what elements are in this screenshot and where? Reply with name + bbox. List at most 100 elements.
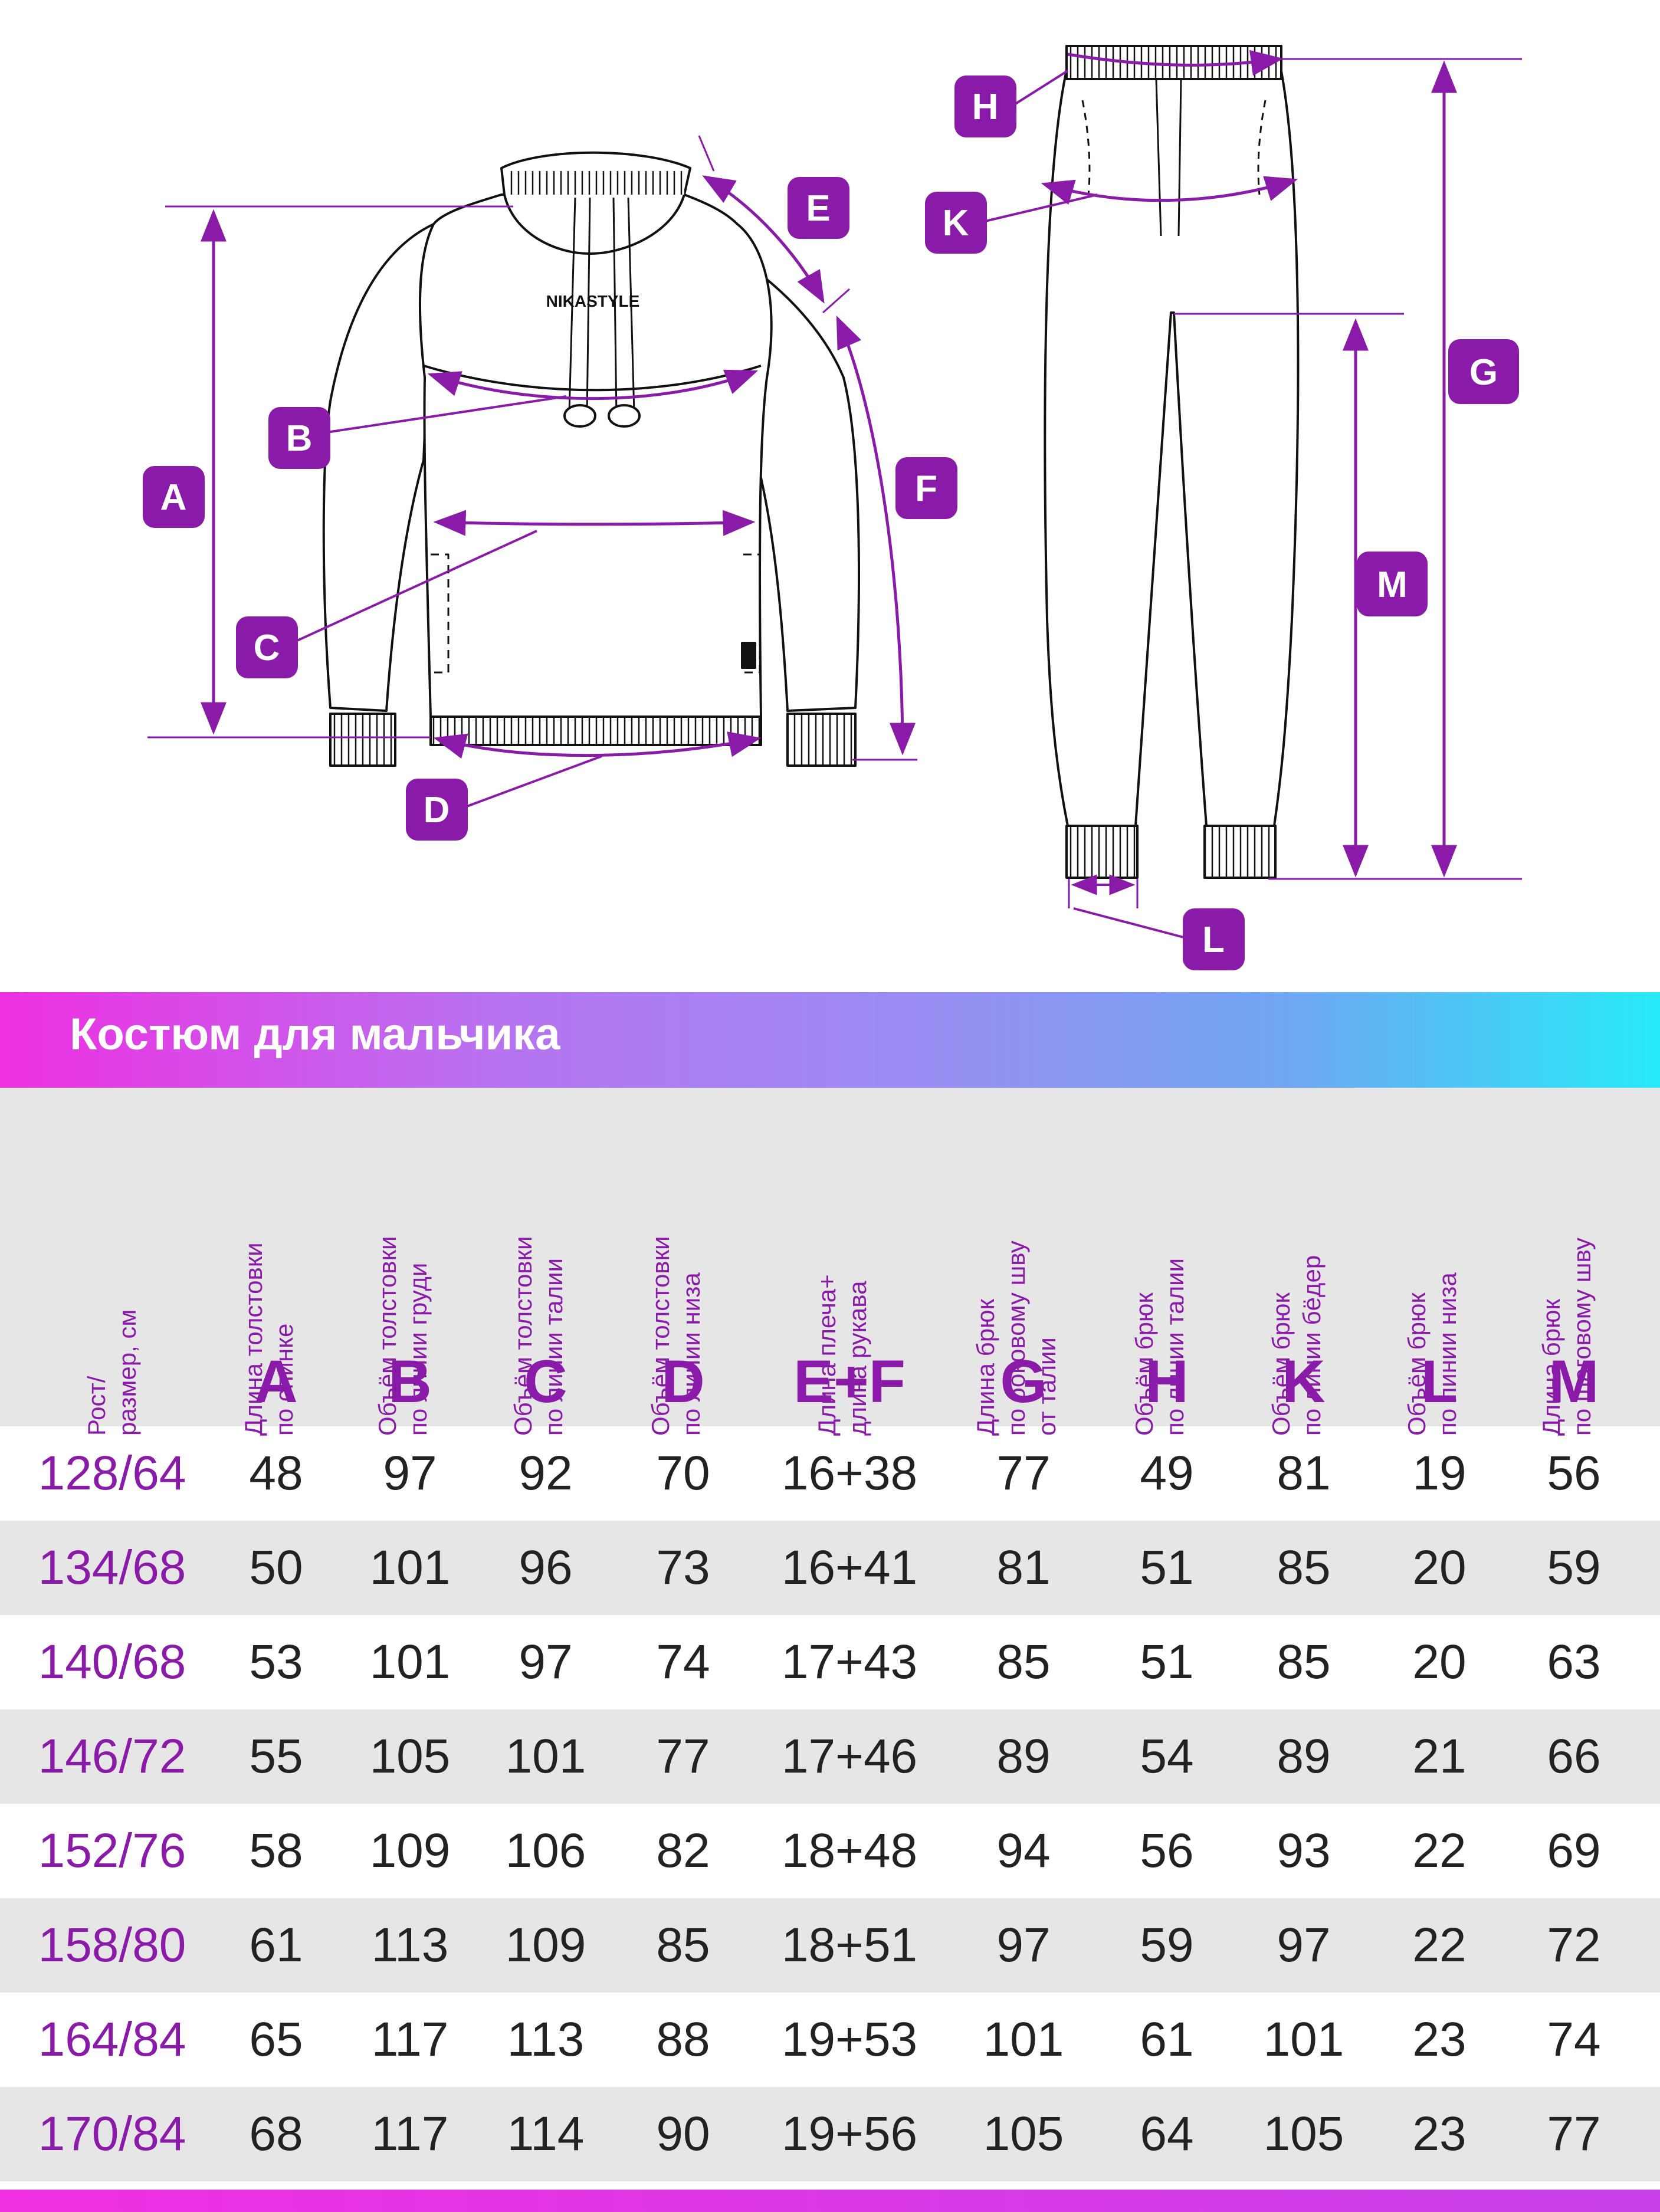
value-cell: 17+43 (781, 1635, 918, 1689)
column-header-letter: G (1000, 1348, 1047, 1415)
value-cell: 101 (369, 1541, 451, 1594)
value-cell: 70 (656, 1446, 710, 1500)
size-cell: 128/64 (38, 1446, 186, 1500)
value-cell: 97 (383, 1446, 437, 1500)
column-header-letter: H (1145, 1348, 1189, 1415)
value-cell: 113 (371, 1918, 449, 1972)
column-header-letter: M (1549, 1348, 1599, 1415)
value-cell: 105 (983, 2107, 1064, 2161)
value-cell: 56 (1547, 1446, 1601, 1500)
value-cell: 63 (1547, 1635, 1601, 1689)
value-cell: 20 (1412, 1541, 1467, 1594)
svg-text:M: M (1377, 565, 1408, 605)
value-cell: 85 (656, 1918, 710, 1972)
value-cell: 77 (656, 1729, 710, 1783)
value-cell: 109 (369, 1824, 451, 1878)
value-cell: 85 (996, 1635, 1051, 1689)
value-cell: 16+41 (781, 1541, 918, 1594)
value-cell: 101 (1263, 2013, 1344, 2066)
value-cell: 16+38 (781, 1446, 918, 1500)
column-header-letter: C (524, 1348, 567, 1415)
size-cell: 158/80 (38, 1918, 186, 1972)
value-cell: 68 (249, 2107, 303, 2161)
label-f: F (895, 457, 957, 519)
label-a: A (143, 466, 205, 528)
value-cell: 81 (1277, 1446, 1331, 1500)
label-badges: A B C D E F G H (143, 76, 1519, 970)
label-c: C (236, 616, 298, 678)
label-l: L (1183, 908, 1245, 970)
value-cell: 22 (1412, 1918, 1467, 1972)
column-header-letter: L (1420, 1348, 1458, 1415)
value-cell: 53 (249, 1635, 303, 1689)
value-cell: 97 (1277, 1918, 1331, 1972)
value-cell: 50 (249, 1541, 303, 1594)
value-cell: 18+48 (781, 1824, 918, 1878)
size-cell: 134/68 (38, 1541, 186, 1594)
hoodie-drawing (322, 151, 860, 767)
value-cell: 117 (371, 2013, 449, 2066)
svg-text:K: K (943, 203, 969, 244)
value-cell: 101 (505, 1729, 586, 1783)
value-cell: 82 (656, 1824, 710, 1878)
size-column-header: Рост/ размер, см (83, 1309, 141, 1436)
label-m: M (1357, 552, 1428, 616)
value-cell: 106 (505, 1824, 586, 1878)
label-b: B (268, 407, 330, 469)
value-cell: 59 (1547, 1541, 1601, 1594)
value-cell: 101 (983, 2013, 1064, 2066)
value-cell: 77 (996, 1446, 1051, 1500)
value-cell: 73 (656, 1541, 710, 1594)
value-cell: 64 (1140, 2107, 1194, 2161)
value-cell: 94 (996, 1824, 1051, 1878)
value-cell: 105 (1263, 2107, 1344, 2161)
value-cell: 74 (1547, 2013, 1601, 2066)
value-cell: 88 (656, 2013, 710, 2066)
value-cell: 59 (1140, 1918, 1194, 1972)
size-cell: 146/72 (38, 1729, 186, 1783)
value-cell: 48 (249, 1446, 303, 1500)
column-header-letter: K (1282, 1348, 1326, 1415)
svg-text:C: C (254, 628, 280, 668)
value-cell: 85 (1277, 1635, 1331, 1689)
value-cell: 105 (369, 1729, 451, 1783)
value-cell: 61 (1140, 2013, 1194, 2066)
value-cell: 18+51 (781, 1918, 918, 1972)
value-cell: 66 (1547, 1729, 1601, 1783)
value-cell: 114 (507, 2107, 585, 2161)
svg-text:E: E (806, 188, 830, 229)
value-cell: 55 (249, 1729, 303, 1783)
label-h: H (954, 76, 1016, 137)
value-cell: 93 (1277, 1824, 1331, 1878)
value-cell: 19+56 (781, 2107, 918, 2161)
pants-drawing (1044, 45, 1300, 879)
value-cell: 92 (519, 1446, 573, 1500)
svg-text:B: B (286, 418, 313, 459)
svg-text:L: L (1202, 920, 1225, 960)
hoodie-logo-text: NIKASTYLE (546, 292, 640, 310)
value-cell: 90 (656, 2107, 710, 2161)
value-cell: 113 (507, 2013, 585, 2066)
size-cell: 152/76 (38, 1824, 186, 1878)
value-cell: 21 (1412, 1729, 1467, 1783)
value-cell: 89 (1277, 1729, 1331, 1783)
value-cell: 97 (996, 1918, 1051, 1972)
value-cell: 65 (249, 2013, 303, 2066)
value-cell: 101 (369, 1635, 451, 1689)
value-cell: 89 (996, 1729, 1051, 1783)
value-cell: 85 (1277, 1541, 1331, 1594)
column-header-letter: E+F (793, 1348, 906, 1415)
value-cell: 20 (1412, 1635, 1467, 1689)
column-header-letter: A (254, 1348, 298, 1415)
value-cell: 74 (656, 1635, 710, 1689)
value-cell: 69 (1547, 1824, 1601, 1878)
table-header (0, 1088, 1660, 1426)
svg-text:G: G (1469, 352, 1498, 393)
measurement-lines (147, 50, 1522, 939)
